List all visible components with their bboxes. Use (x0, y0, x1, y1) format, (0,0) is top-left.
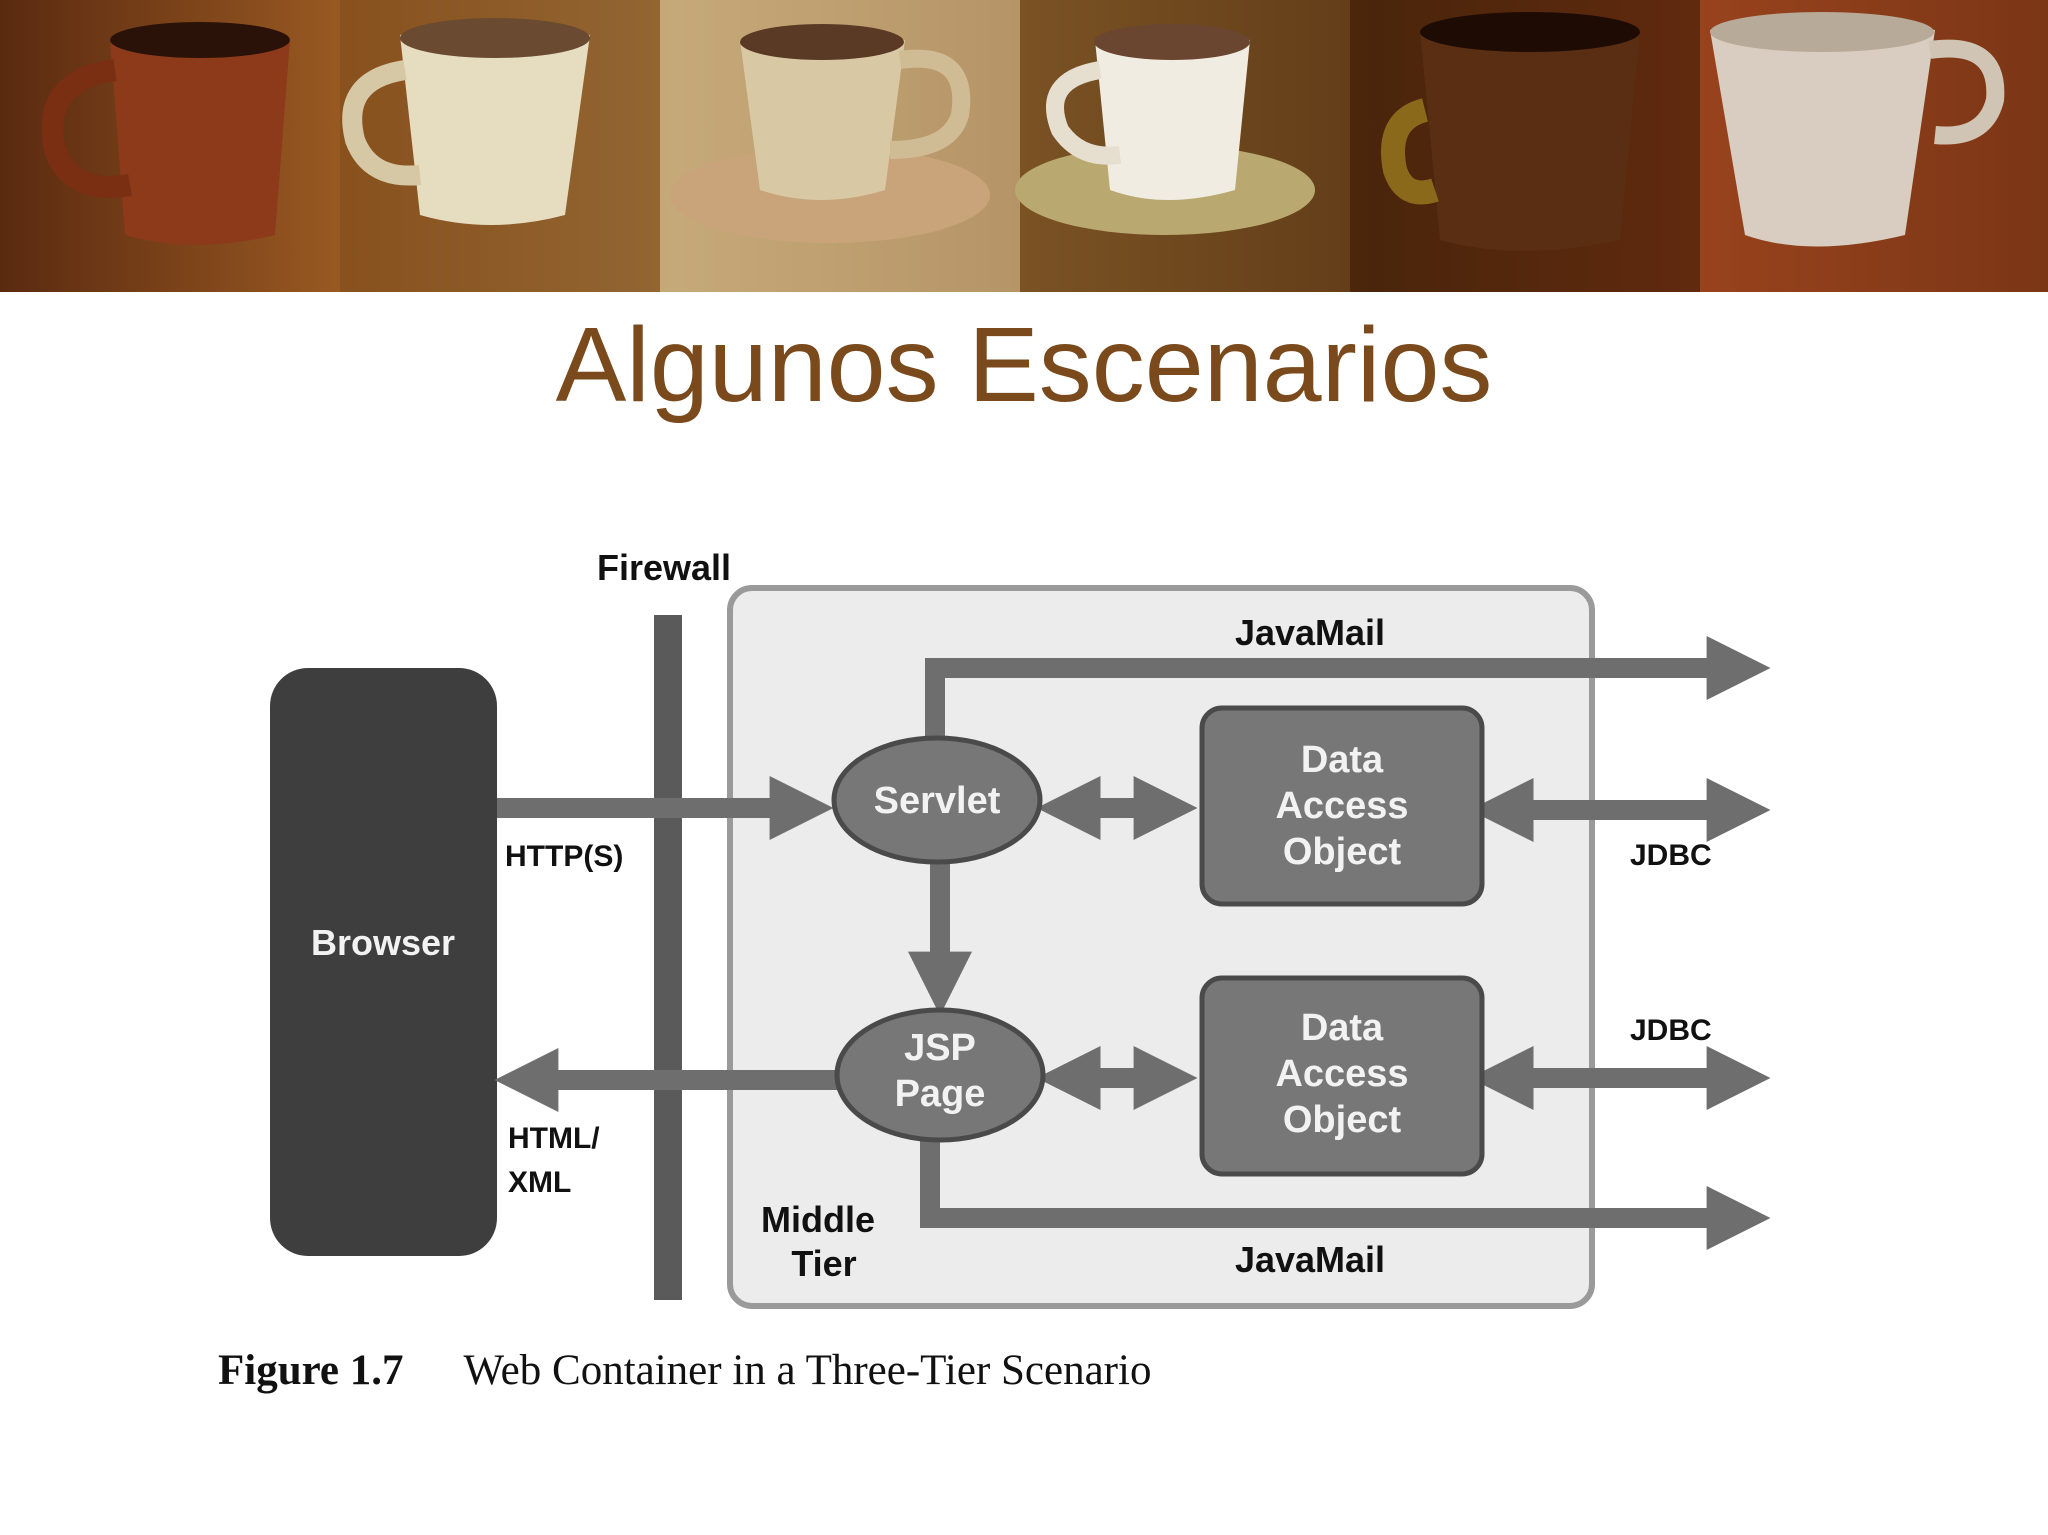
middle-tier-label-line1: Middle (761, 1199, 875, 1240)
jsp-label-line2: Page (895, 1073, 986, 1115)
dao-top-label-line3: Object (1283, 831, 1402, 873)
figure-number: Figure 1.7 (218, 1347, 404, 1394)
javamail-bottom-arrow (920, 1120, 1771, 1251)
javamail-top-label: JavaMail (1235, 612, 1385, 653)
browser-label: Browser (311, 922, 455, 963)
cup-4 (1015, 24, 1315, 235)
cup-3 (670, 24, 990, 243)
javamail-bottom-label: JavaMail (1235, 1239, 1385, 1280)
middle-tier-label-line2: Tier (791, 1243, 856, 1284)
jsp-page-node (834, 1007, 1046, 1143)
html-xml-label-line1: HTML/ (508, 1122, 600, 1155)
figure-caption-text: Web Container in a Three-Tier Scenario (463, 1347, 1152, 1394)
dao-bottom-label-line2: Access (1275, 1053, 1408, 1095)
slide-title: Algunos Escenarios (555, 306, 1493, 424)
cup-1 (41, 22, 290, 245)
http-label: HTTP(S) (505, 840, 623, 873)
firewall-bar (654, 615, 682, 1300)
jdbc-bottom-label: JDBC (1630, 1014, 1712, 1047)
cup-6 (1710, 12, 2005, 247)
firewall-label: Firewall (597, 547, 731, 588)
html-xml-label-line2: XML (508, 1166, 571, 1199)
browser-box (270, 668, 497, 1256)
jsp-label-line1: JSP (904, 1027, 976, 1069)
servlet-node (831, 735, 1043, 865)
cup-5 (1381, 12, 1640, 251)
data-access-object-top (1199, 705, 1485, 907)
servlet-label: Servlet (874, 780, 1001, 822)
javamail-top-arrow (925, 635, 1771, 742)
coffee-cups-banner (0, 0, 2048, 292)
figure-caption: Figure 1.7 Web Container in a Three-Tier … (218, 1346, 1151, 1395)
data-access-object-bottom (1199, 975, 1485, 1177)
dao-bottom-label-line1: Data (1301, 1007, 1384, 1049)
dao-bottom-label-line3: Object (1283, 1099, 1402, 1141)
dao-top-label-line2: Access (1275, 785, 1408, 827)
jdbc-top-label: JDBC (1630, 839, 1712, 872)
dao-top-label-line1: Data (1301, 739, 1384, 781)
cup-2 (342, 18, 590, 225)
